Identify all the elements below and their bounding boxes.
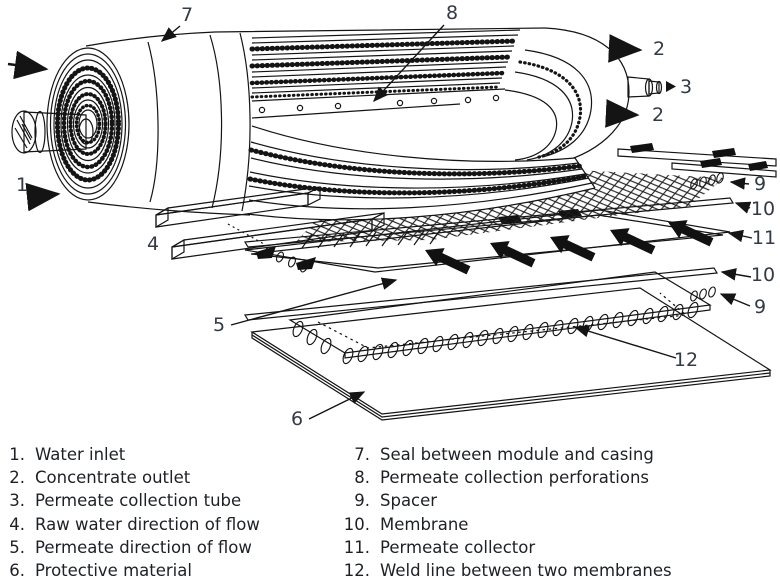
legend-item-7: 7. Seal between module and casing	[300, 443, 672, 466]
legend-text: Spacer	[380, 491, 438, 511]
protective-sheet	[250, 287, 772, 421]
callout-8: 8	[446, 2, 458, 24]
callout-line-11	[727, 229, 753, 243]
callout-line-10-top	[734, 201, 752, 214]
legend-num: 2.	[9, 468, 25, 488]
legend-item-8: 8. Permeate collection perforations	[300, 466, 672, 489]
legend-num: 6.	[9, 561, 25, 580]
module-cylinder	[11, 27, 663, 221]
coil-spacer-bottom	[290, 285, 718, 366]
flow-arrows	[7, 34, 676, 212]
roll-open-end-curl	[504, 49, 593, 161]
legend-item-9: 9. Spacer	[300, 489, 672, 512]
callout-9-bottom: 9	[754, 296, 766, 318]
callout-1: 1	[16, 174, 28, 196]
legend-num: 4.	[9, 514, 25, 534]
membrane-bottom-sheet	[243, 267, 719, 321]
callout-9-top: 9	[754, 173, 766, 195]
callout-6: 6	[291, 408, 303, 430]
legend-text: Concentrate outlet	[35, 468, 191, 488]
callout-10-top: 10	[751, 198, 775, 220]
legend-item-10: 10. Membrane	[300, 513, 672, 536]
callout-12: 12	[674, 349, 698, 371]
callout-line-7	[160, 25, 181, 42]
legend-item-3: 3. Permeate collection tube	[0, 489, 260, 512]
legend-text: Permeate collection perforations	[380, 468, 650, 488]
inlet-arrow-top	[7, 50, 49, 80]
legend-item-1: 1. Water inlet	[0, 443, 260, 466]
legend-item-6: 6. Protective material	[0, 559, 260, 580]
callout-7: 7	[181, 4, 193, 26]
callout-2-top: 2	[653, 38, 665, 60]
callout-line-10-bottom	[720, 268, 752, 281]
callout-lines	[160, 24, 753, 420]
legend-num: 9.	[354, 491, 370, 511]
callout-4: 4	[147, 233, 159, 255]
legend-text: Water inlet	[35, 445, 126, 464]
inlet-arrow-bottom	[25, 182, 61, 212]
end-cap	[469, 27, 630, 180]
callout-5: 5	[213, 314, 225, 336]
legend-num: 7.	[354, 445, 370, 464]
callout-line-5	[230, 277, 398, 326]
weld-sheet	[288, 271, 712, 359]
legend-text: Raw water direction of flow	[35, 514, 260, 534]
legend-num: 5.	[9, 537, 25, 557]
core-tube-shaft	[11, 110, 94, 154]
callout-10-bottom: 10	[751, 264, 775, 286]
unrolled-flap	[247, 125, 596, 221]
legend-num: 12.	[343, 561, 370, 580]
legend-num: 3.	[9, 491, 25, 511]
legend-text: Permeate direction of flow	[35, 537, 252, 557]
legend-num: 1.	[9, 445, 25, 464]
legend-num: 11.	[343, 537, 370, 557]
callout-line-9-top	[729, 177, 750, 190]
roll-end-face	[46, 47, 130, 201]
raw-water-flow-rods-right	[617, 143, 777, 178]
legend-item-5: 5. Permeate direction of flow	[0, 536, 260, 559]
legend-text: Seal between module and casing	[380, 445, 654, 464]
callout-2-bottom: 2	[652, 104, 664, 126]
callout-line-9-bottom	[719, 293, 751, 307]
collection-perforations	[258, 94, 500, 114]
concentrate-arrow-top	[608, 34, 643, 63]
legend-text: Permeate collector	[380, 537, 536, 557]
legend-text: Membrane	[380, 514, 469, 534]
legend-text: Permeate collection tube	[35, 491, 242, 511]
seal-band	[147, 32, 251, 212]
legend-text: Weld line between two membranes	[380, 561, 672, 580]
legend-num: 10.	[343, 514, 370, 534]
callout-numbers: 1 2 3 2 4 5 6 7 8 9 10 11 10 9 12	[16, 2, 776, 430]
legend-item-12: 12. Weld line between two membranes	[300, 559, 672, 580]
legend-item-2: 2. Concentrate outlet	[0, 466, 260, 489]
mesh-fringe	[301, 229, 441, 249]
legend-text: Protective material	[35, 561, 192, 580]
callout-11: 11	[752, 227, 776, 249]
callout-line-6	[308, 391, 366, 420]
callout-line-8	[373, 24, 445, 103]
legend-item-11: 11. Permeate collector	[300, 536, 672, 559]
raw-water-flow-bars	[155, 186, 385, 261]
permeate-tube-stub	[627, 76, 663, 98]
module-diagram: 1 2 3 2 4 5 6 7 8 9 10 11 10 9 12	[7, 2, 777, 430]
legend-item-4: 4. Raw water direction of flow	[0, 513, 260, 536]
shaft-hatching	[14, 115, 33, 149]
concentrate-arrow-bottom	[605, 99, 640, 128]
legend-column-2: 7. Seal between module and casing 8. Per…	[300, 443, 672, 580]
callout-line-12	[573, 325, 677, 359]
legend-num: 8.	[354, 468, 370, 488]
callout-3: 3	[680, 76, 692, 98]
legend-column-1: 1. Water inlet 2. Concentrate outlet 3. …	[0, 443, 260, 580]
permeate-arrow	[666, 81, 676, 92]
